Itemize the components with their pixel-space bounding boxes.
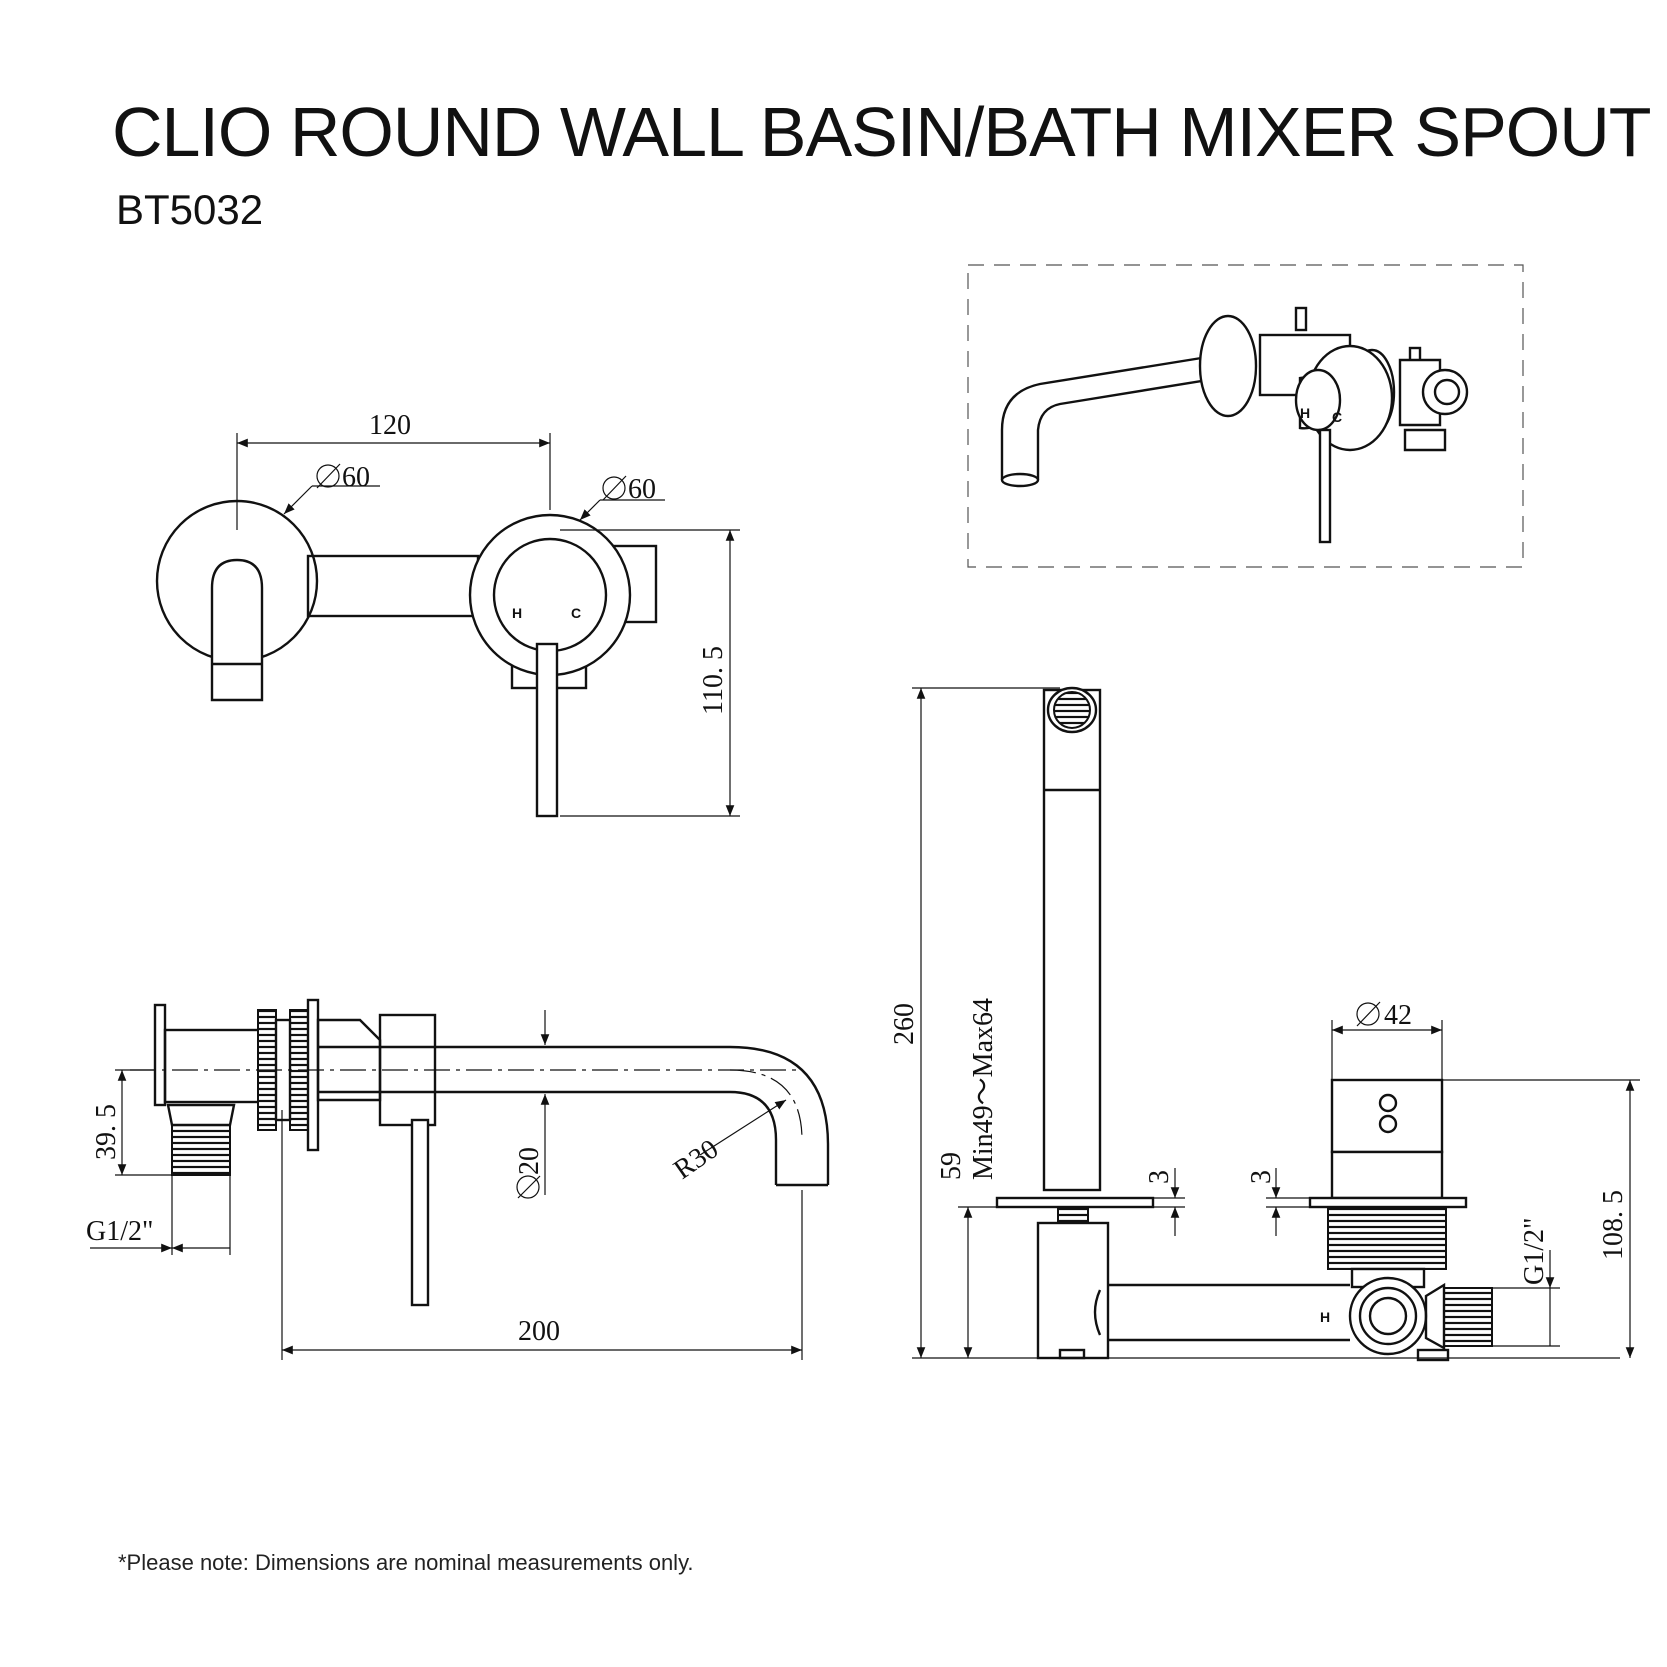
dim-bend-radius: R30: [668, 1134, 724, 1186]
perspective-frame: [967, 264, 1524, 568]
side-thread: [171, 1124, 231, 1176]
dim-body-dia: 42: [1384, 1000, 1412, 1031]
persp-spout-plate: [1198, 314, 1258, 418]
page-title: CLIO ROUND WALL BASIN/BATH MIXER SPOUT: [112, 93, 1652, 171]
persp-hot-label: H: [1300, 405, 1310, 421]
persp-cold-label: C: [1332, 409, 1342, 425]
dim-spout-dia: 20: [514, 1147, 545, 1175]
dim-front-height: 110. 5: [698, 646, 729, 715]
side-lever: [410, 1118, 430, 1307]
dim-install-thread: G1/2": [1519, 1218, 1550, 1285]
dim-plate-thickness-left: 3: [1144, 1170, 1175, 1184]
dim-spout-plate-dia: 60: [342, 462, 370, 493]
install-spout: [1042, 688, 1102, 1192]
dim-plate-thickness-right: 3: [1246, 1170, 1277, 1184]
dim-depth-range: Min49～Max64: [968, 998, 999, 1180]
install-hot-label: H: [1320, 1309, 1330, 1325]
install-mixer-thread: [1327, 1206, 1447, 1270]
dim-mixer-plate-dia: 60: [628, 474, 656, 505]
body-connector: [306, 554, 480, 618]
product-code: BT5032: [116, 186, 264, 233]
dim-plate-height: 59: [936, 1152, 967, 1180]
perspective-view: H C: [967, 264, 1524, 568]
dim-body-height: 108. 5: [1598, 1190, 1629, 1260]
mixer-lever: [535, 642, 559, 818]
dim-spout-length: 200: [518, 1316, 560, 1347]
install-mixer-plate: [1308, 1196, 1468, 1209]
install-spout-base: [1036, 1221, 1110, 1360]
footer-note: *Please note: Dimensions are nominal mea…: [118, 1550, 694, 1575]
dim-side-centre-height: 39. 5: [91, 1104, 122, 1160]
dim-side-thread: G1/2": [86, 1216, 153, 1247]
spout-front: [210, 558, 264, 702]
front-cold-label: C: [571, 605, 581, 621]
installation-view: H 260 59 Min49～Max64 3 3 42 G1/2": [889, 686, 1640, 1362]
install-valve-body: [1348, 1276, 1428, 1356]
install-spout-plate: [995, 1196, 1155, 1209]
dim-total-height: 260: [889, 1003, 920, 1045]
side-view: 39. 5 20 R30 G1/2" 200: [86, 998, 830, 1360]
front-view: H C 120 60 60 110. 5: [155, 410, 740, 818]
front-hot-label: H: [512, 605, 522, 621]
dim-spacing: 120: [369, 410, 411, 441]
persp-lever: [1318, 428, 1332, 544]
side-wall-plate: [306, 998, 320, 1152]
